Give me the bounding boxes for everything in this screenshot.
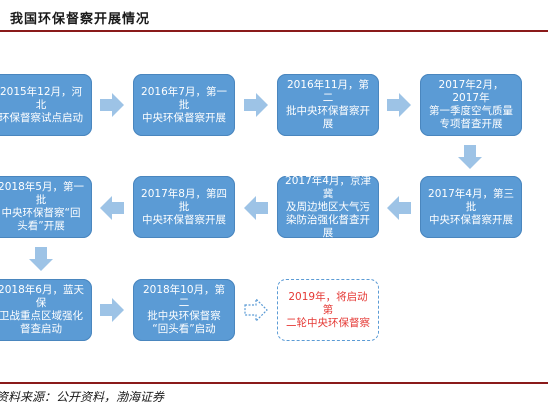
arrow-left-icon bbox=[387, 196, 411, 220]
arrow-right-icon bbox=[244, 93, 268, 117]
timeline-step-2018-10: 2018年10月，第二 批中央环保督察 “回头看”启动 bbox=[133, 279, 235, 341]
timeline-step-2019-planned: 2019年，将启动第 二轮中央环保督察 bbox=[277, 279, 379, 341]
timeline-step-2018-06: 2018年6月，蓝天保 卫战重点区域强化 督查启动 bbox=[0, 279, 92, 341]
timeline-step-2018-05: 2018年5月，第一批 中央环保督察“回 头看”开展 bbox=[0, 176, 92, 238]
source-divider bbox=[0, 382, 548, 384]
title-divider bbox=[0, 30, 548, 32]
diagram-title: 我国环保督察开展情况 bbox=[10, 12, 151, 27]
timeline-step-2015-12: 2015年12月，河北 环保督察试点启动 bbox=[0, 74, 92, 136]
timeline-step-2017-08: 2017年8月，第四批 中央环保督察开展 bbox=[133, 176, 235, 238]
arrow-left-icon bbox=[100, 196, 124, 220]
arrow-down-icon bbox=[29, 247, 53, 271]
timeline-step-2016-11: 2016年11月，第二 批中央环保督察开 展 bbox=[277, 74, 379, 136]
timeline-step-2017-04-jingjinji: 2017年4月，京津冀 及周边地区大气污 染防治强化督查开 展 bbox=[277, 175, 379, 239]
arrow-left-icon bbox=[244, 196, 268, 220]
arrow-right-outline-icon bbox=[244, 298, 268, 322]
arrow-right-icon bbox=[100, 298, 124, 322]
timeline-step-2016-07: 2016年7月，第一批 中央环保督察开展 bbox=[133, 74, 235, 136]
arrow-right-icon bbox=[387, 93, 411, 117]
source-note: 资料来源：公开资料，渤海证券 bbox=[0, 390, 165, 404]
timeline-step-2017-04-third-batch: 2017年4月，第三批 中央环保督察开展 bbox=[420, 176, 522, 238]
arrow-down-icon bbox=[458, 145, 482, 169]
timeline-step-2017-02: 2017年2月，2017年 第一季度空气质量 专项督查开展 bbox=[420, 74, 522, 136]
arrow-right-icon bbox=[100, 93, 124, 117]
